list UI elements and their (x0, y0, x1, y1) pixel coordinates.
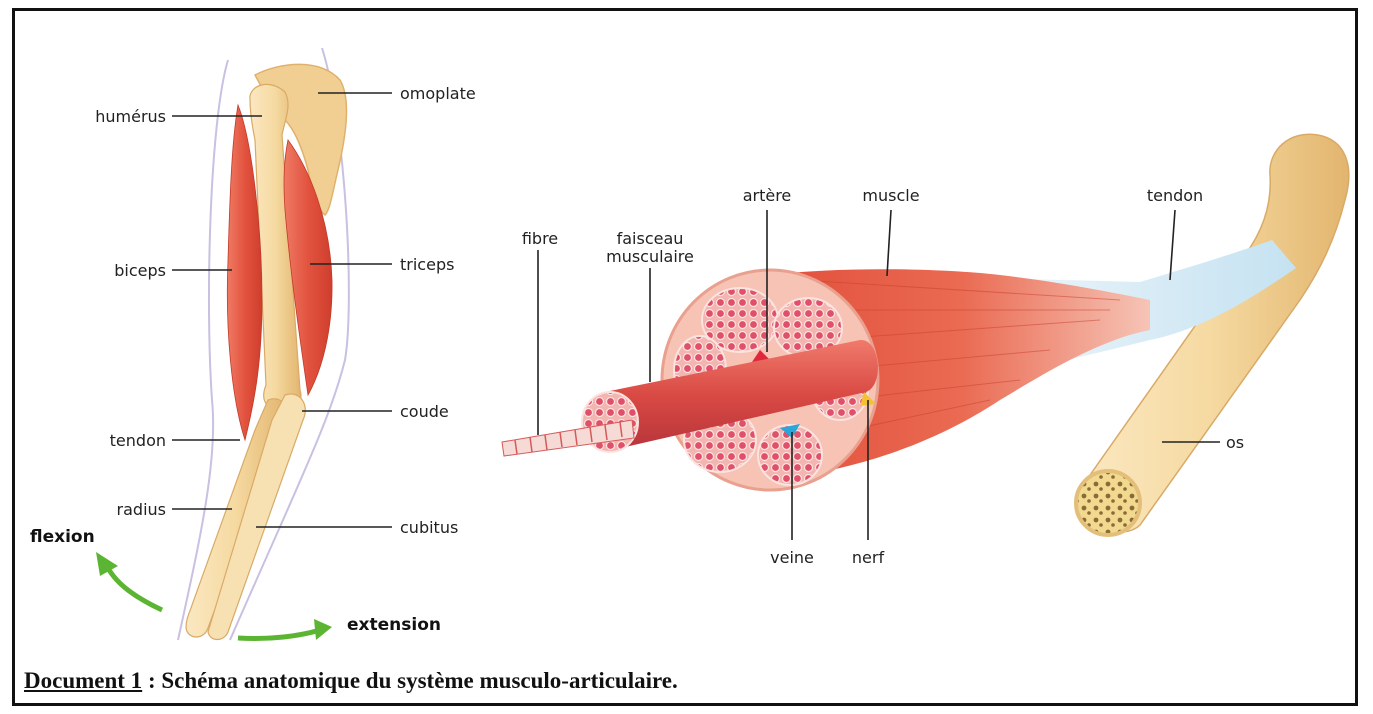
label-os: os (1226, 433, 1244, 452)
label-coude: coude (400, 402, 449, 421)
label-humerus: humérus (95, 107, 166, 126)
extension-arrow (238, 630, 320, 639)
label-faisceau-line2: musculaire (606, 247, 694, 266)
label-faisceau-line1: faisceau (617, 229, 684, 248)
muscle-illustration: fibre faisceau musculaire artère muscle … (502, 134, 1349, 567)
document-number: Document 1 (24, 668, 142, 693)
label-tendon-muscle: tendon (1147, 186, 1203, 205)
label-artere: artère (743, 186, 792, 205)
caption-text: : Schéma anatomique du système musculo-a… (142, 668, 678, 693)
label-radius: radius (117, 500, 166, 519)
label-cubitus: cubitus (400, 518, 458, 537)
label-extension: extension (347, 615, 441, 635)
label-tendon-arm: tendon (110, 431, 166, 450)
label-muscle: muscle (862, 186, 919, 205)
label-nerf: nerf (852, 548, 885, 567)
label-flexion: flexion (30, 527, 95, 547)
arm-illustration: omoplate humérus biceps triceps coude te… (30, 48, 476, 640)
extension-arrow-head-icon (314, 619, 332, 640)
label-fibre: fibre (522, 229, 558, 248)
label-biceps: biceps (114, 261, 166, 280)
document-caption: Document 1 : Schéma anatomique du systèm… (24, 668, 678, 694)
label-omoplate: omoplate (400, 84, 476, 103)
label-triceps: triceps (400, 255, 454, 274)
label-veine: veine (770, 548, 814, 567)
os-cross-section (1076, 471, 1140, 535)
flexion-arrow-head-icon (96, 552, 118, 576)
